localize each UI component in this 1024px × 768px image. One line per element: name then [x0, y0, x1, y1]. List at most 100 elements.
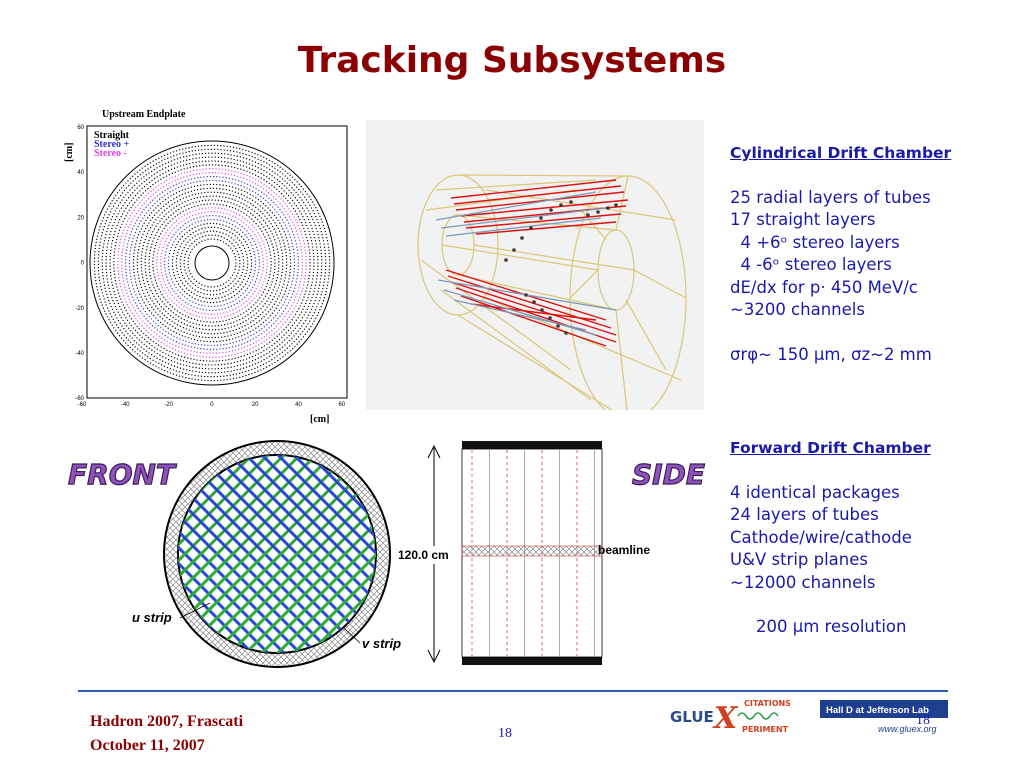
- tube-dot: [159, 174, 161, 176]
- tube-dot: [132, 332, 134, 334]
- cdc-description: Cylindrical Drift Chamber 25 radial laye…: [730, 142, 951, 366]
- tube-dot: [179, 238, 181, 240]
- tube-dot: [263, 243, 265, 245]
- tube-dot: [167, 312, 169, 315]
- tube-dot: [298, 287, 300, 289]
- tube-dot: [265, 313, 267, 315]
- tube-dot: [175, 345, 177, 347]
- tube-dot: [121, 332, 123, 334]
- tube-dot: [179, 259, 182, 261]
- tube-dot: [209, 183, 212, 186]
- tube-dot: [243, 169, 245, 171]
- tube-dot: [98, 229, 100, 231]
- tube-dot: [144, 295, 146, 297]
- beamline-label: beamline: [598, 543, 650, 557]
- tube-dot: [217, 152, 220, 155]
- tube-dot: [197, 192, 200, 195]
- tube-dot: [163, 154, 166, 157]
- tube-dot: [164, 158, 166, 161]
- tube-dot: [235, 298, 237, 301]
- tube-dot: [178, 375, 181, 377]
- tube-dot: [230, 202, 232, 204]
- endplate-y-tick: -60: [75, 396, 84, 402]
- tube-dot: [141, 289, 144, 292]
- tube-dot: [176, 154, 178, 156]
- tube-dot: [186, 365, 188, 367]
- cdc-line: ~3200 channels: [730, 300, 865, 319]
- tube-dot: [315, 281, 317, 283]
- endplate-x-tick: 20: [252, 402, 259, 408]
- tube-dot: [189, 321, 191, 323]
- tube-dot: [266, 282, 269, 285]
- tube-dot: [109, 233, 111, 236]
- tube-dot: [183, 233, 186, 236]
- tube-dot: [208, 309, 211, 311]
- tube-dot: [163, 296, 165, 298]
- tube-dot: [115, 194, 117, 197]
- tube-dot: [157, 307, 159, 310]
- tube-dot: [161, 191, 164, 193]
- tube-dot: [201, 152, 204, 155]
- tube-dot: [288, 334, 290, 337]
- tube-dot: [232, 309, 234, 311]
- tube-dot: [267, 311, 270, 313]
- tube-dot: [216, 239, 219, 241]
- tube-dot: [123, 189, 126, 192]
- tube-dot: [209, 230, 212, 232]
- tube-dot: [153, 351, 156, 353]
- tube-dot: [121, 311, 124, 313]
- tube-dot: [150, 289, 152, 292]
- tube-dot: [172, 316, 174, 319]
- tube-dot: [170, 156, 172, 158]
- tube-dot: [259, 296, 261, 299]
- tube-dot: [282, 265, 284, 267]
- tube-dot: [154, 346, 156, 349]
- tube-dot: [160, 256, 162, 258]
- tube-dot: [122, 280, 125, 282]
- tube-dot: [146, 325, 148, 327]
- tube-dot: [169, 292, 171, 294]
- tube-dot: [222, 232, 224, 234]
- tube-dot: [214, 305, 216, 308]
- tube-dot: [145, 174, 148, 176]
- tube-dot: [199, 295, 201, 298]
- tube-dot: [251, 360, 254, 362]
- tube-dot: [232, 342, 234, 344]
- tube-dot: [233, 321, 235, 323]
- tube-dot: [216, 183, 218, 186]
- tube-dot: [219, 320, 221, 323]
- tube-dot: [188, 195, 190, 197]
- tube-dot: [180, 177, 182, 179]
- tube-dot: [181, 230, 183, 233]
- tube-dot: [200, 348, 202, 350]
- tube-dot: [189, 285, 191, 287]
- tube-dot: [235, 307, 237, 310]
- tube-dot: [224, 161, 226, 163]
- tube-dot: [189, 158, 191, 161]
- tube-dot: [123, 242, 125, 244]
- v-strip: [287, 455, 376, 653]
- tube-dot: [167, 165, 170, 168]
- tube-dot: [225, 351, 227, 353]
- tube-dot: [219, 284, 222, 287]
- tube-dot: [259, 303, 261, 305]
- tube-dot: [156, 195, 159, 197]
- tube-dot: [217, 305, 219, 307]
- tube-dot: [274, 208, 276, 211]
- tube-dot: [182, 327, 184, 329]
- tube-dot: [245, 214, 248, 216]
- tube-dot: [298, 284, 301, 286]
- tube-dot: [297, 225, 300, 227]
- tube-dot: [255, 312, 258, 314]
- tube-dot: [238, 239, 241, 241]
- tube-dot: [271, 233, 273, 235]
- tube-dot: [252, 186, 254, 188]
- tube-dot: [198, 282, 200, 284]
- tube-dot: [122, 277, 124, 279]
- tube-dot: [102, 307, 105, 309]
- tube-dot: [304, 190, 307, 193]
- tube-dot: [301, 271, 303, 273]
- tube-dot: [204, 144, 206, 147]
- tube-dot: [292, 245, 294, 248]
- tube-dot: [171, 176, 174, 179]
